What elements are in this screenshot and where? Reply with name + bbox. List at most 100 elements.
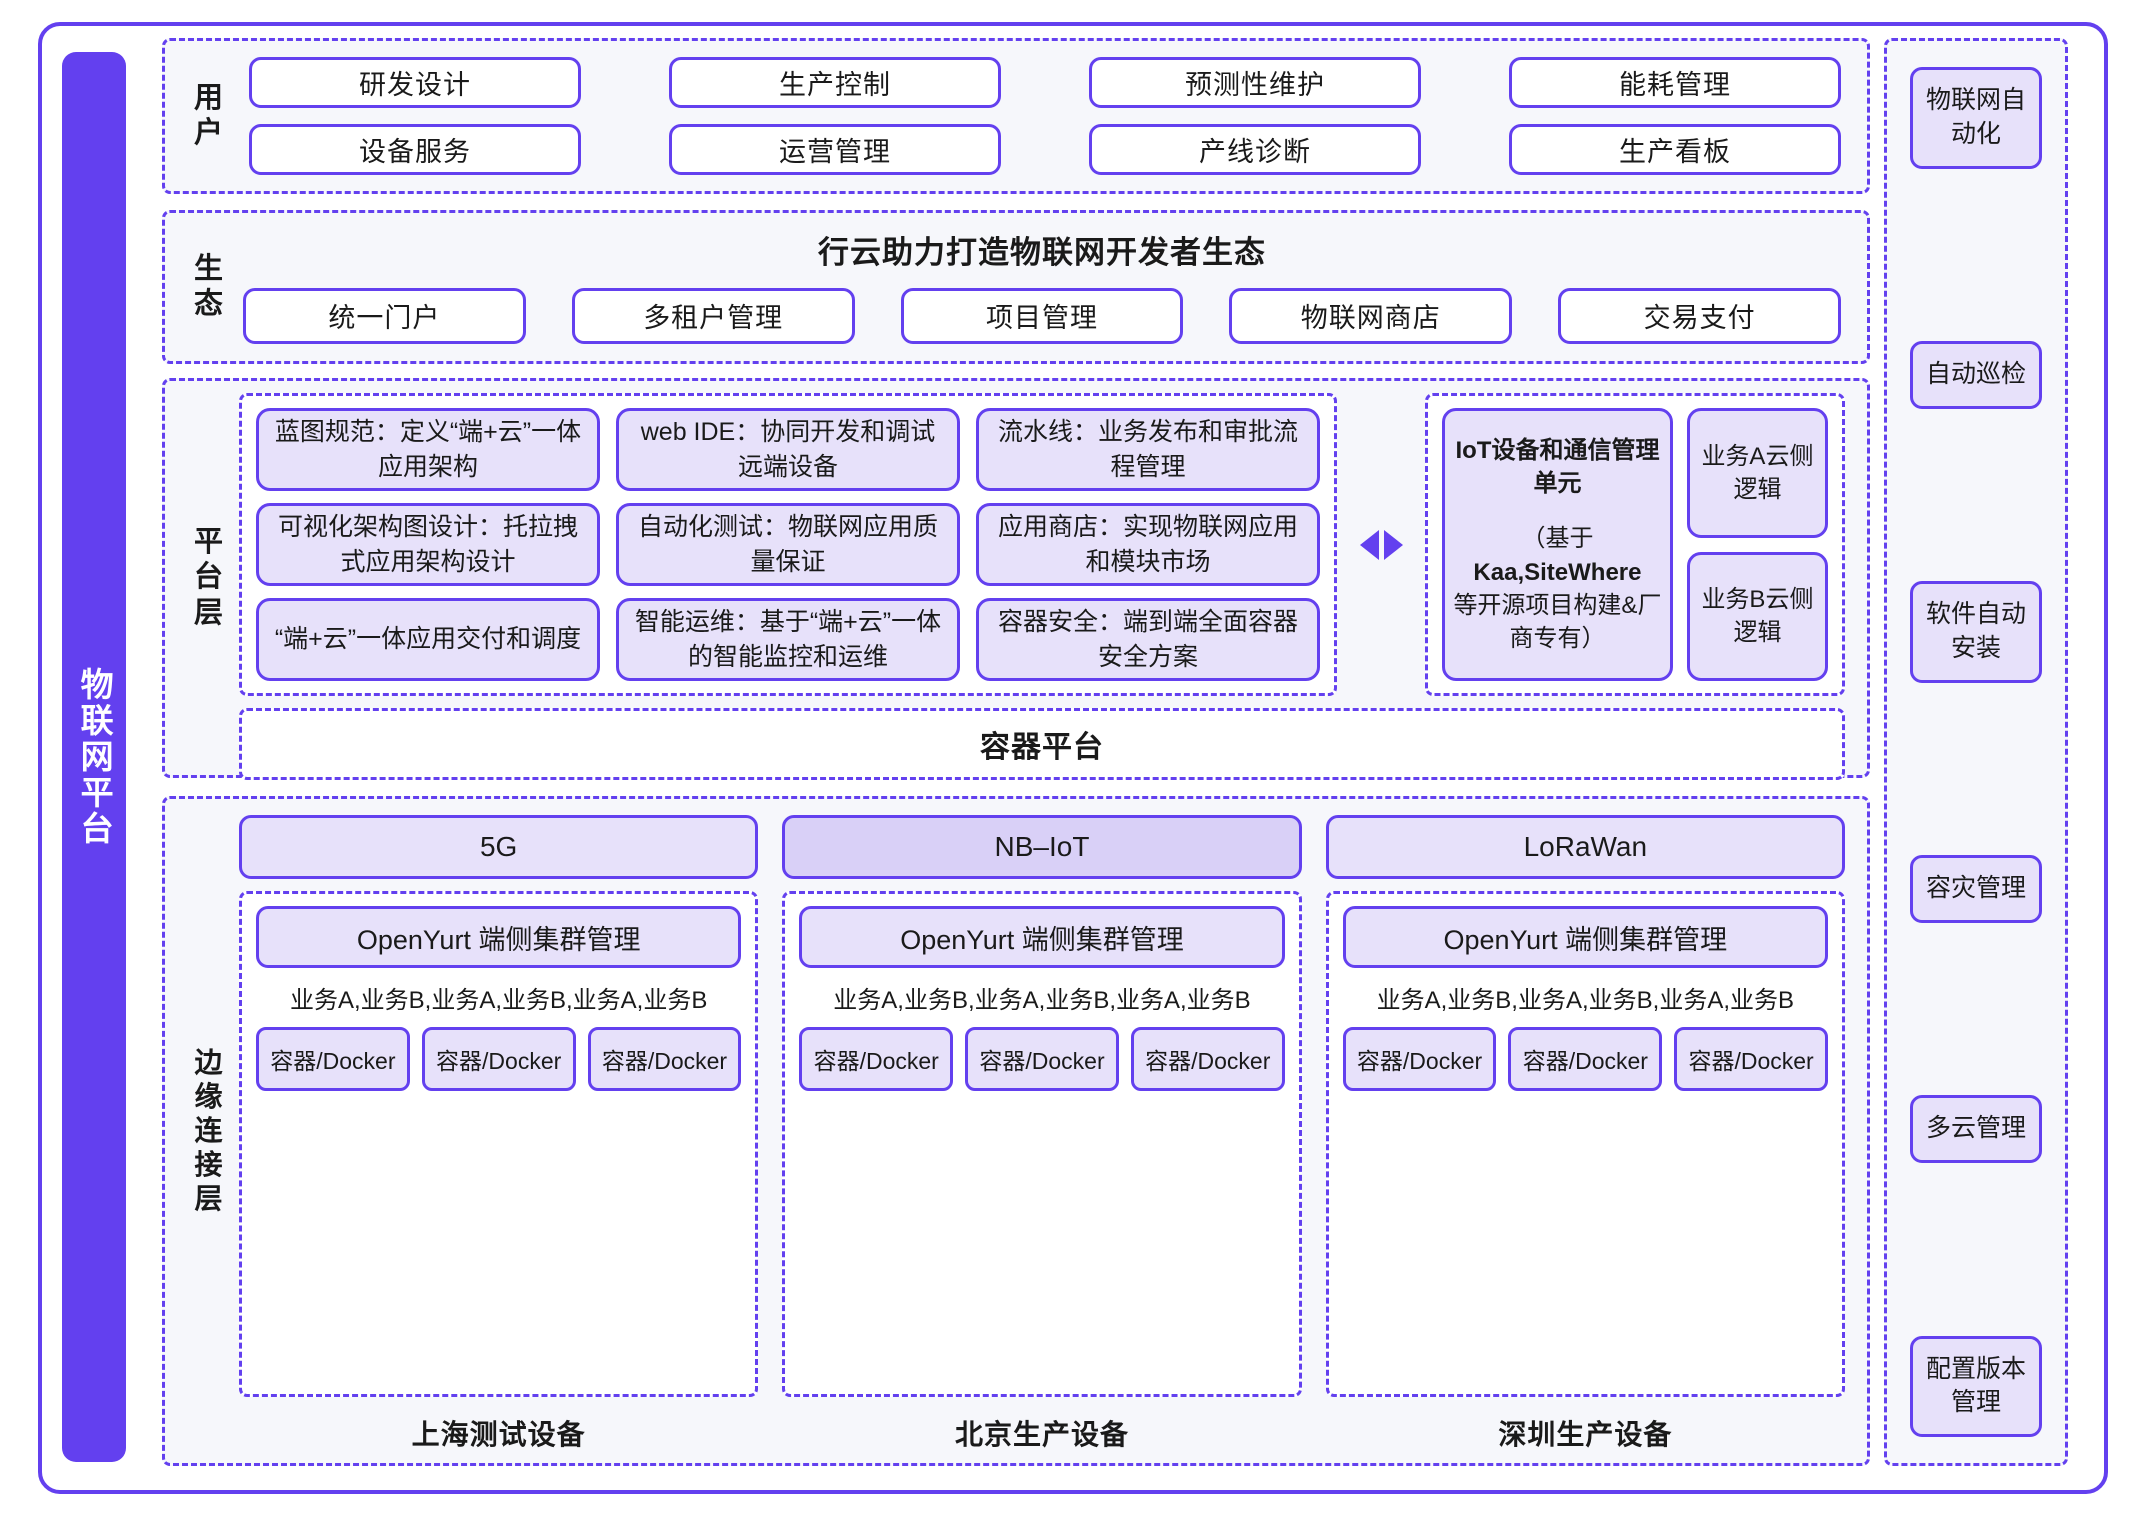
user-item-5[interactable]: 运营管理 xyxy=(669,124,1001,175)
iot-unit-subtitle-prefix: （基于 xyxy=(1521,525,1594,553)
user-item-3[interactable]: 能耗管理 xyxy=(1509,57,1841,108)
eco-layer-label-char1: 生 xyxy=(193,252,224,285)
sidebar-item-auto-inspection[interactable]: 自动巡检 xyxy=(1910,340,2042,409)
platform-layer-label-char1: 平 xyxy=(193,525,224,558)
edge-layer-label-char2: 缘 xyxy=(194,1080,224,1112)
user-layer-label-char2: 户 xyxy=(193,117,224,149)
iot-unit-subtitle-suffix: 等开源项目构建&厂商专有） xyxy=(1453,591,1662,652)
right-sidebar-section: 物联网自动化 自动巡检 软件自动安装 容灾管理 多云管理 配置版本管理 xyxy=(1884,38,2068,1466)
sidebar-item-software-auto-install[interactable]: 软件自动安装 xyxy=(1910,581,2042,683)
user-item-6[interactable]: 产线诊断 xyxy=(1089,124,1421,175)
openyurt-pill-2[interactable]: OpenYurt 端侧集群管理 xyxy=(1342,906,1828,968)
docker-box-1-1[interactable]: 容器/Docker xyxy=(965,1027,1119,1091)
container-platform-bar[interactable]: 容器平台 xyxy=(239,708,1845,780)
platform-card-8[interactable]: 容器安全：端到端全面容器安全方案 xyxy=(976,598,1320,681)
eco-layer-label-char2: 态 xyxy=(193,288,224,320)
docker-row-0: 容器/Docker 容器/Docker 容器/Docker xyxy=(256,1027,742,1091)
platform-card-1[interactable]: web IDE：协同开发和调试远端设备 xyxy=(616,408,960,491)
main-column: 用 户 研发设计 生产控制 预测性维护 能耗管理 设备服务 运营管理 产线诊断 … xyxy=(162,38,1870,1466)
docker-box-2-0[interactable]: 容器/Docker xyxy=(1342,1027,1497,1091)
eco-item-4[interactable]: 交易支付 xyxy=(1558,287,1841,344)
eco-layer-title: 行云助力打造物联网开发者生态 xyxy=(818,235,1266,270)
platform-layer-body: 蓝图规范：定义“端+云”一体应用架构 web IDE：协同开发和调试远端设备 流… xyxy=(239,381,1867,780)
platform-card-4[interactable]: 自动化测试：物联网应用质量保证 xyxy=(616,503,960,586)
docker-box-0-2[interactable]: 容器/Docker xyxy=(587,1027,742,1091)
eco-layer-label: 生 态 xyxy=(165,252,239,323)
arrow-left-icon xyxy=(1359,529,1379,560)
edge-layer-body: 5G OpenYurt 端侧集群管理 业务A,业务B,业务A,业务B,业务A,业… xyxy=(239,799,1867,1463)
edge-layer-label: 边 缘 连 接 层 xyxy=(165,799,239,1463)
eco-item-2[interactable]: 项目管理 xyxy=(900,287,1184,344)
docker-box-0-0[interactable]: 容器/Docker xyxy=(256,1027,410,1091)
platform-card-3[interactable]: 可视化架构图设计：托拉拽式应用架构设计 xyxy=(256,503,600,586)
user-layer-section: 用 户 研发设计 生产控制 预测性维护 能耗管理 设备服务 运营管理 产线诊断 … xyxy=(162,38,1870,194)
network-pill-1[interactable]: NB–IoT xyxy=(782,815,1302,879)
iot-management-unit-card[interactable]: IoT设备和通信管理单元 （基于 Kaa,SiteWhere 等开源项目构建&厂… xyxy=(1442,408,1673,681)
network-pill-0[interactable]: 5G xyxy=(239,815,759,879)
platform-card-6[interactable]: “端+云”一体应用交付和调度 xyxy=(256,598,600,681)
user-layer-label-char1: 用 xyxy=(193,81,224,114)
platform-card-5[interactable]: 应用商店：实现物联网应用和模块市场 xyxy=(976,503,1320,586)
services-text-2: 业务A,业务B,业务A,业务B,业务A,业务B xyxy=(1376,987,1795,1014)
sidebar-item-disaster-recovery[interactable]: 容灾管理 xyxy=(1910,855,2042,923)
platform-layer-label-char2: 台 xyxy=(193,561,224,594)
left-vertical-bar: 物联网平台 xyxy=(62,52,126,1462)
site-label-2: 深圳生产设备 xyxy=(1498,1419,1673,1450)
docker-box-2-1[interactable]: 容器/Docker xyxy=(1508,1027,1663,1091)
user-item-0[interactable]: 研发设计 xyxy=(249,57,581,108)
eco-item-1[interactable]: 多租户管理 xyxy=(571,287,855,344)
iot-unit-subtitle-bold: Kaa,SiteWhere xyxy=(1473,558,1642,586)
platform-card-7[interactable]: 智能运维：基于“端+云”一体的智能监控和运维 xyxy=(616,598,960,681)
edge-layer-label-char5: 层 xyxy=(194,1183,224,1215)
eco-layer-body: 行云助力打造物联网开发者生态 统一门户 多租户管理 项目管理 物联网商店 交易支… xyxy=(239,213,1867,361)
docker-box-1-2[interactable]: 容器/Docker xyxy=(1130,1027,1285,1091)
docker-row-2: 容器/Docker 容器/Docker 容器/Docker xyxy=(1342,1027,1828,1091)
edge-cluster-box-0: OpenYurt 端侧集群管理 业务A,业务B,业务A,业务B,业务A,业务B … xyxy=(239,891,759,1397)
left-bar-label: 物联网平台 xyxy=(76,667,114,847)
eco-item-3[interactable]: 物联网商店 xyxy=(1229,287,1513,344)
openyurt-pill-0[interactable]: OpenYurt 端侧集群管理 xyxy=(256,906,742,968)
edge-layer-label-char4: 接 xyxy=(194,1149,224,1181)
edge-layer-label-char3: 连 xyxy=(194,1114,224,1146)
edge-cluster-box-2: OpenYurt 端侧集群管理 业务A,业务B,业务A,业务B,业务A,业务B … xyxy=(1325,891,1845,1397)
services-text-1: 业务A,业务B,业务A,业务B,业务A,业务B xyxy=(833,987,1251,1014)
site-label-0: 上海测试设备 xyxy=(411,1419,586,1450)
openyurt-pill-1[interactable]: OpenYurt 端侧集群管理 xyxy=(799,906,1285,968)
iot-management-group: IoT设备和通信管理单元 （基于 Kaa,SiteWhere 等开源项目构建&厂… xyxy=(1425,393,1845,696)
cloud-logic-b[interactable]: 业务B云侧逻辑 xyxy=(1686,551,1828,681)
user-item-4[interactable]: 设备服务 xyxy=(249,124,581,175)
docker-box-1-0[interactable]: 容器/Docker xyxy=(799,1027,954,1091)
edge-column-1: NB–IoT OpenYurt 端侧集群管理 业务A,业务B,业务A,业务B,业… xyxy=(782,815,1302,1453)
edge-cluster-box-1: OpenYurt 端侧集群管理 业务A,业务B,业务A,业务B,业务A,业务B … xyxy=(782,891,1302,1397)
platform-layer-section: 平 台 层 蓝图规范：定义“端+云”一体应用架构 web IDE：协同开发和调试… xyxy=(162,378,1870,780)
user-item-1[interactable]: 生产控制 xyxy=(669,57,1001,108)
cloud-logic-a[interactable]: 业务A云侧逻辑 xyxy=(1686,408,1828,538)
network-pill-2[interactable]: LoRaWan xyxy=(1325,815,1845,879)
user-item-2[interactable]: 预测性维护 xyxy=(1089,57,1421,108)
eco-layer-section: 生 态 行云助力打造物联网开发者生态 统一门户 多租户管理 项目管理 物联网商店… xyxy=(162,210,1870,364)
sidebar-item-iot-automation[interactable]: 物联网自动化 xyxy=(1910,67,2042,169)
sidebar-item-config-version[interactable]: 配置版本管理 xyxy=(1910,1335,2042,1438)
docker-box-0-1[interactable]: 容器/Docker xyxy=(421,1027,576,1091)
eco-layer-row: 统一门户 多租户管理 项目管理 物联网商店 交易支付 xyxy=(243,282,1841,349)
docker-box-2-2[interactable]: 容器/Docker xyxy=(1674,1027,1828,1091)
user-item-7[interactable]: 生产看板 xyxy=(1509,124,1841,175)
arrow-right-icon xyxy=(1383,529,1403,560)
edge-column-0: 5G OpenYurt 端侧集群管理 业务A,业务B,业务A,业务B,业务A,业… xyxy=(239,815,759,1453)
sidebar-item-multicloud[interactable]: 多云管理 xyxy=(1910,1095,2042,1164)
services-text-0: 业务A,业务B,业务A,业务B,业务A,业务B xyxy=(289,987,708,1014)
edge-layer-label-char1: 边 xyxy=(194,1046,224,1078)
edge-layer-section: 边 缘 连 接 层 5G OpenYurt 端侧集群管理 业务A,业务B,业务A… xyxy=(162,796,1870,1466)
platform-card-2[interactable]: 流水线：业务发布和审批流程管理 xyxy=(976,408,1320,491)
cloud-logic-column: 业务A云侧逻辑 业务B云侧逻辑 xyxy=(1686,408,1828,681)
bidirectional-arrow-icon xyxy=(1355,393,1407,696)
platform-card-0[interactable]: 蓝图规范：定义“端+云”一体应用架构 xyxy=(256,408,600,491)
user-layer-label: 用 户 xyxy=(165,81,239,152)
platform-top-row: 蓝图规范：定义“端+云”一体应用架构 web IDE：协同开发和调试远端设备 流… xyxy=(239,393,1845,696)
eco-item-0[interactable]: 统一门户 xyxy=(243,287,526,344)
user-layer-grid: 研发设计 生产控制 预测性维护 能耗管理 设备服务 运营管理 产线诊断 生产看板 xyxy=(239,41,1867,191)
platform-layer-label: 平 台 层 xyxy=(165,381,239,775)
edge-column-2: LoRaWan OpenYurt 端侧集群管理 业务A,业务B,业务A,业务B,… xyxy=(1325,815,1845,1453)
site-label-1: 北京生产设备 xyxy=(954,1419,1129,1450)
